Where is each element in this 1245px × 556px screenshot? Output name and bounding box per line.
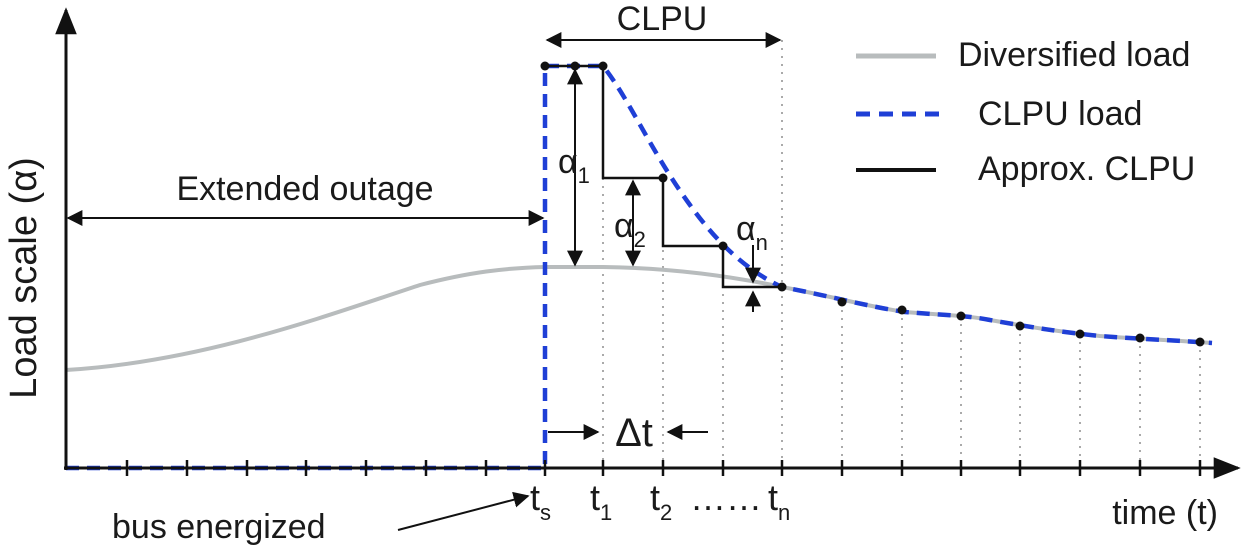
bus-energized-arrow [397,491,530,531]
marker-point [897,305,907,315]
alpha-1-label: α1 [558,143,590,188]
legend-label-approx: Approx. CLPU [978,150,1195,188]
bus-energized-label: bus energized [112,508,326,546]
marker-point [540,61,550,71]
marker-point [777,282,787,292]
marker-points [540,61,1205,347]
tick-label-t1: t1 [590,477,612,525]
tick-label-tn: tn [768,477,790,525]
x-axis-label: time (t) [1112,494,1218,532]
marker-point [1195,337,1205,347]
y-axis-label: Load scale (α) [3,157,45,399]
clpu-label: CLPU [617,0,708,38]
legend-label-clpu: CLPU load [978,95,1142,133]
marker-point [570,61,580,71]
marker-point [1135,333,1145,343]
diversified-load-curve [65,265,1213,372]
delta-t-label: Δt [615,411,653,455]
marker-point [1075,329,1085,339]
tick-label-ts: ts [530,477,551,525]
marker-point [1015,321,1025,331]
marker-point [718,241,728,251]
tick-label-t2: t2 [650,477,672,525]
tick-dots: …… [690,477,762,518]
approx-clpu-staircase [545,64,782,289]
x-axis-ticks [125,460,1202,476]
alpha-n-label: αn [736,210,768,255]
marker-point [837,297,847,307]
legend: Diversified load CLPU load Approx. CLPU [856,36,1195,188]
alpha-2-label: α2 [614,207,646,252]
legend-label-diversified: Diversified load [958,36,1190,74]
marker-point [956,311,966,321]
extended-outage-label: Extended outage [176,170,433,208]
clpu-load-curve [66,63,1213,471]
marker-point [658,173,668,183]
marker-point [598,61,608,71]
